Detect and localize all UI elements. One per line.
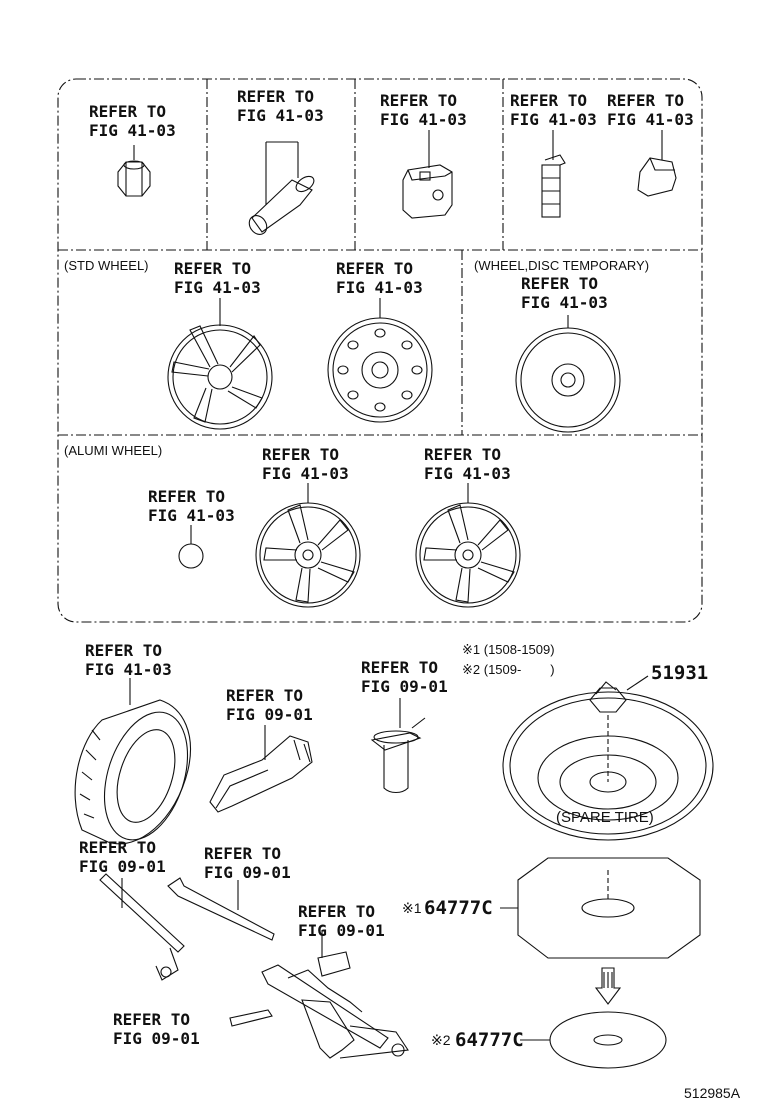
temporary-wheel-icon [515, 315, 621, 433]
refer-label-steel-wheel: REFER TO FIG 41-03 [336, 259, 423, 297]
group-frame [57, 78, 703, 623]
refer-label-temporary-wheel: REFER TO FIG 41-03 [521, 274, 608, 312]
steel-wheel-icon [327, 298, 433, 423]
wheel-cap-icon [167, 298, 273, 430]
section-label-alumi-wheel: (ALUMI WHEEL) [64, 443, 163, 458]
cover-2-mark: ※2 [431, 1032, 451, 1048]
adhesive-weight-icon [541, 130, 566, 218]
alumi-wheel-icon-2 [415, 483, 521, 608]
section-label-temp-wheel: (WHEEL,DISC TEMPORARY) [474, 258, 650, 273]
note-1: ※1 (1508-1509) [462, 642, 555, 657]
jack-icon [229, 930, 409, 1059]
jack-handle-socket-icon [370, 698, 426, 794]
tool-bag-icon [209, 725, 313, 813]
refer-label-adhesive-weight: REFER TO FIG 41-03 [510, 91, 597, 129]
part-number-cover-2: 64777C [455, 1029, 524, 1051]
refer-label-alumi-wheel-2: REFER TO FIG 41-03 [424, 445, 511, 483]
refer-label-alumi-wheel-1: REFER TO FIG 41-03 [262, 445, 349, 483]
spare-tire-label: (SPARE TIRE) [556, 809, 654, 826]
refer-label-jack-handle: REFER TO FIG 09-01 [79, 838, 166, 876]
refer-label-wrench: REFER TO FIG 09-01 [204, 844, 291, 882]
section-label-std-wheel: (STD WHEEL) [64, 258, 149, 273]
valve-icon [248, 141, 315, 235]
jack-handle-icon [99, 873, 185, 981]
refer-label-hub-nut: REFER TO FIG 41-03 [89, 102, 176, 140]
refer-label-jack: REFER TO FIG 09-01 [298, 902, 385, 940]
clip-weight-icon [637, 130, 677, 197]
carrier-bolt-icon [589, 675, 649, 713]
tire-icon [74, 678, 192, 845]
spare-tire-well-icon [502, 691, 714, 841]
refer-label-jack-bolt: REFER TO FIG 09-01 [113, 1010, 200, 1048]
balance-weight-icon [402, 130, 453, 219]
refer-label-clip-weight: REFER TO FIG 41-03 [607, 91, 694, 129]
cover-1-mark: ※1 [402, 900, 422, 916]
floor-cover-2-icon [520, 1011, 667, 1069]
refer-label-balance-weight: REFER TO FIG 41-03 [380, 91, 467, 129]
refer-label-tire: REFER TO FIG 41-03 [85, 641, 172, 679]
refer-label-tool-bag: REFER TO FIG 09-01 [226, 686, 313, 724]
alumi-wheel-icon [255, 483, 361, 608]
refer-label-valve: REFER TO FIG 41-03 [237, 87, 324, 125]
part-number-cover-1: 64777C [424, 897, 493, 919]
ornament-icon [178, 525, 204, 569]
floor-cover-icon [500, 857, 701, 959]
hub-nut-icon [117, 145, 151, 197]
refer-label-socket: REFER TO FIG 09-01 [361, 658, 448, 696]
diagram-id: 512985A [684, 1085, 741, 1101]
wheel-nut-wrench-icon [167, 877, 275, 941]
refer-label-ornament: REFER TO FIG 41-03 [148, 487, 235, 525]
refer-label-wheel-cap: REFER TO FIG 41-03 [174, 259, 261, 297]
down-arrow-icon [594, 967, 622, 1005]
part-number-carrier: 51931 [651, 662, 709, 684]
note-2: ※2 (1509- ) [462, 662, 555, 677]
